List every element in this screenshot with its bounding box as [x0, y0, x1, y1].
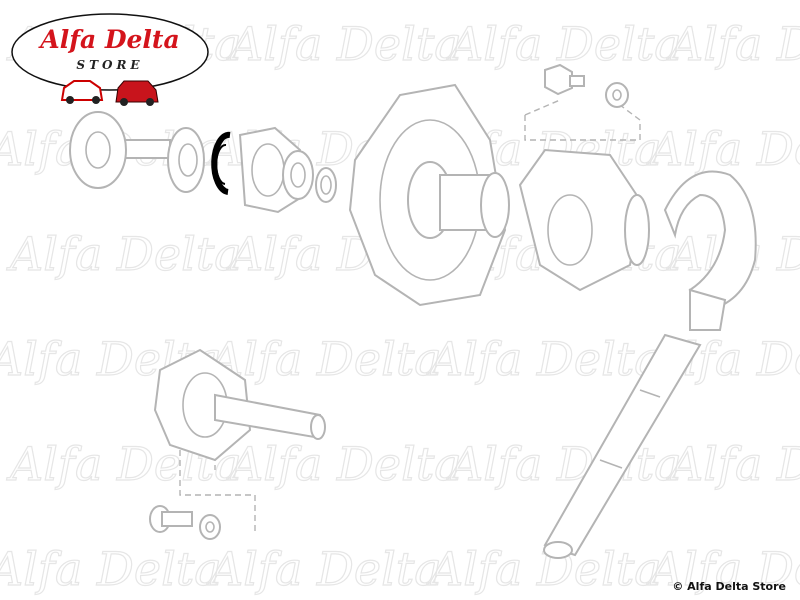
axle-flange-lower[interactable]: [153, 348, 326, 462]
watermark-text: Alfa Delta: [226, 437, 462, 491]
watermark-text: Alfa Delta: [446, 17, 682, 71]
pinion-shaft[interactable]: [543, 288, 727, 559]
watermark-text: Alfa Delta: [646, 542, 800, 596]
washer-top[interactable]: [605, 82, 629, 108]
differential-case[interactable]: [518, 148, 650, 292]
watermark-text: Alfa Delta: [666, 17, 800, 71]
watermark-text: Alfa Delta: [0, 542, 222, 596]
guide-line: [524, 99, 641, 141]
differential-housing[interactable]: [348, 83, 510, 307]
washer-lower[interactable]: [199, 514, 221, 540]
store-logo[interactable]: Alfa Delta STORE: [10, 8, 210, 106]
bolt-top[interactable]: [544, 63, 585, 96]
bearing-right[interactable]: [282, 150, 314, 200]
oil-seal-highlighted[interactable]: [211, 131, 231, 195]
watermark-text: Alfa Delta: [446, 437, 682, 491]
logo-subtitle: STORE: [76, 58, 143, 72]
watermark-text: Alfa Delta: [226, 17, 462, 71]
car-red-icon: [115, 80, 159, 106]
watermark-text: Alfa Delta: [666, 437, 800, 491]
watermark-text: Alfa Delta: [206, 542, 442, 596]
logo-title: Alfa Delta: [38, 25, 179, 54]
car-white-icon: [60, 80, 104, 104]
watermark-text: Alfa Delta: [206, 332, 442, 386]
watermark-text: Alfa Delta: [6, 227, 242, 281]
copyright-notice: © Alfa Delta Store: [672, 580, 786, 593]
watermark-text: Alfa Delta: [646, 122, 800, 176]
watermark-text: Alfa Delta: [426, 332, 662, 386]
ring[interactable]: [315, 167, 337, 203]
bolt-lower[interactable]: [149, 505, 193, 533]
bearing-left[interactable]: [167, 127, 205, 193]
axle-shaft-flange[interactable]: [69, 111, 171, 189]
